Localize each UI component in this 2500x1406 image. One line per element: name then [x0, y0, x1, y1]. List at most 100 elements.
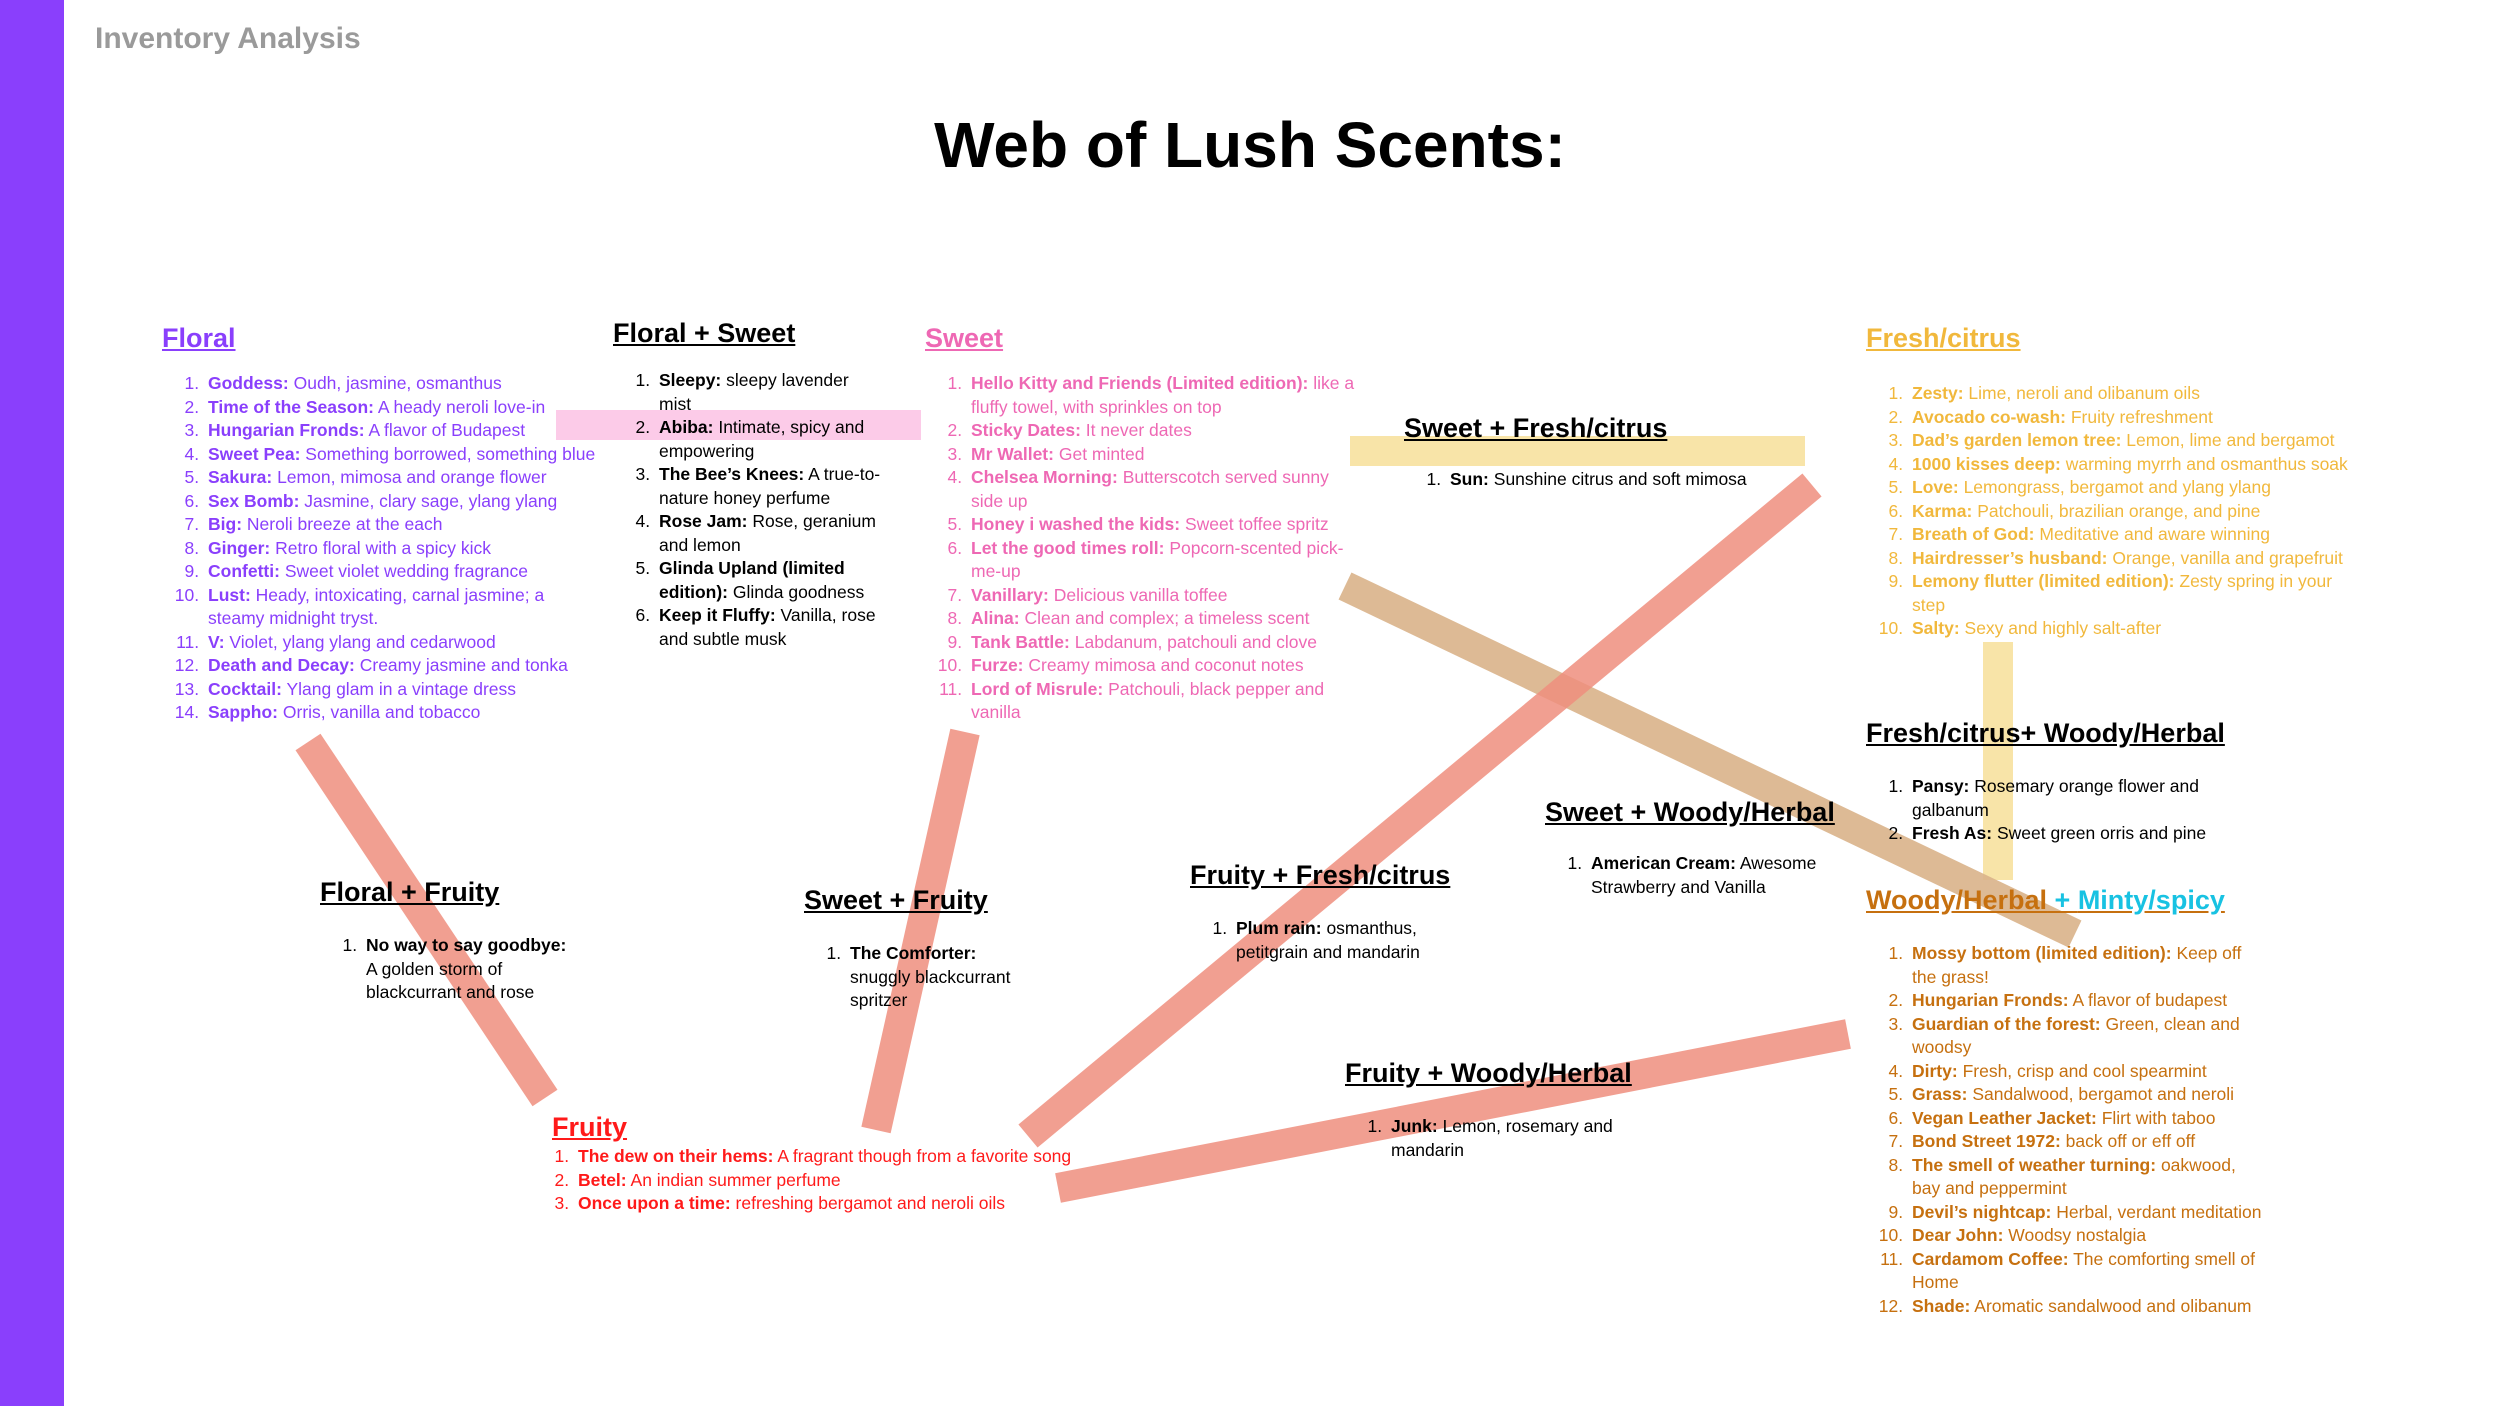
scent-description: Sweet toffee spritz	[1184, 514, 1329, 534]
scent-name: Keep it Fluffy:	[659, 605, 776, 625]
scent-name: Hairdresser’s husband:	[1912, 547, 2108, 568]
scent-list: Pansy: Rosemary orange flower and galban…	[1866, 775, 2266, 846]
scent-item: Zesty: Lime, neroli and olibanum oils	[1908, 382, 2366, 406]
scent-name: Bond Street 1972:	[1912, 1131, 2061, 1151]
scent-item: Hairdresser’s husband: Orange, vanilla a…	[1908, 547, 2366, 571]
scent-name: Hungarian Fronds:	[1912, 990, 2069, 1010]
scent-description: Lemon, lime and bergamot	[2126, 430, 2335, 450]
scent-list: Sleepy: sleepy lavender mistAbiba: Intim…	[613, 369, 883, 651]
scent-item: No way to say goodbye: A golden storm of…	[362, 934, 580, 1005]
scent-description: Get minted	[1058, 443, 1145, 464]
scent-name: V:	[208, 631, 225, 652]
category-sweet-fruity: Sweet + Fruity The Comforter: snuggly bl…	[804, 885, 1024, 1013]
category-sweet-fresh: Sweet + Fresh/citrus Sun: Sunshine citru…	[1404, 413, 1804, 492]
category-floral-sweet: Floral + Sweet Sleepy: sleepy lavender m…	[613, 318, 883, 651]
scent-name: No way to say goodbye:	[366, 935, 567, 955]
scent-description: Patchouli, brazilian orange, and pine	[1977, 500, 2261, 521]
scent-item: Honey i washed the kids: Sweet toffee sp…	[967, 513, 1357, 537]
scent-description: A golden storm of blackcurrant and rose	[366, 958, 535, 1003]
scent-item: Mr Wallet: Get minted	[967, 443, 1357, 467]
scent-item: Avocado co-wash: Fruity refreshment	[1908, 406, 2366, 430]
scent-description: Rose, geranium and lemon	[659, 511, 876, 555]
scent-item: Sticky Dates: It never dates	[967, 419, 1357, 443]
scent-name: Glinda Upland (limited edition):	[659, 558, 845, 602]
scent-item: Mossy bottom (limited edition): Keep off…	[1908, 942, 2266, 989]
category-title: Floral + Sweet	[613, 318, 796, 348]
sidebar-accent-bar	[0, 0, 64, 1406]
scent-description: like a fluffy towel, with sprinkles on t…	[971, 373, 1355, 417]
scent-item: Lust: Heady, intoxicating, carnal jasmin…	[204, 584, 602, 631]
scent-list: Sun: Sunshine citrus and soft mimosa	[1404, 468, 1804, 492]
scent-description: Jasmine, clary sage, ylang ylang	[304, 490, 558, 511]
scent-description: Lemon, rosemary and mandarin	[1391, 1116, 1613, 1160]
scent-description: A flavor of Budapest	[368, 420, 526, 440]
scent-name: Let the good times roll:	[971, 537, 1165, 558]
scent-item: Dirty: Fresh, crisp and cool spearmint	[1908, 1060, 2266, 1084]
category-fruity: Fruity The dew on their hems: A fragrant…	[552, 1112, 1112, 1216]
scent-item: Grass: Sandalwood, bergamot and neroli	[1908, 1083, 2266, 1107]
scent-item: Rose Jam: Rose, geranium and lemon	[655, 510, 883, 557]
scent-name: Time of the Season:	[208, 396, 374, 417]
scent-list: Mossy bottom (limited edition): Keep off…	[1866, 942, 2266, 1318]
page-title: Web of Lush Scents:	[934, 109, 1566, 181]
scent-name: Death and Decay:	[208, 655, 355, 675]
highlight-band-floral-sweet	[556, 410, 921, 440]
scent-description: Retro floral with a spicy kick	[275, 537, 492, 558]
scent-name: Mr Wallet:	[971, 443, 1054, 464]
category-woody-minty: Woody/Herbal + Minty/spicy Mossy bottom …	[1866, 885, 2266, 1318]
category-title: Fruity + Fresh/citrus	[1190, 860, 1451, 890]
connector-sweet-to-fruity	[861, 728, 980, 1134]
scent-list: The Comforter: snuggly blackcurrant spri…	[804, 942, 1024, 1013]
header-title: Inventory Analysis	[95, 22, 361, 55]
scent-item: Once upon a time: refreshing bergamot an…	[574, 1192, 1112, 1216]
scent-name: Cocktail:	[208, 678, 282, 699]
scent-description: A flavor of budapest	[2072, 990, 2228, 1010]
scent-description: Lemon, mimosa and orange flower	[277, 467, 547, 487]
scent-name: Big:	[208, 514, 243, 534]
scent-item: Lord of Misrule: Patchouli, black pepper…	[967, 678, 1357, 725]
scent-item: Bond Street 1972: back off or eff off	[1908, 1130, 2266, 1154]
scent-name: Guardian of the forest:	[1912, 1013, 2101, 1034]
scent-item: Glinda Upland (limited edition): Glinda …	[655, 557, 883, 604]
scent-name: Dear John:	[1912, 1225, 2004, 1245]
scent-description: Intimate, spicy and empowering	[659, 417, 865, 461]
scent-item: Sun: Sunshine citrus and soft mimosa	[1446, 468, 1804, 492]
scent-name: Devil’s nightcap:	[1912, 1201, 2052, 1222]
scent-description: Creamy mimosa and coconut notes	[1028, 655, 1304, 675]
scent-name: Furze:	[971, 655, 1024, 675]
scent-name: Sakura:	[208, 467, 273, 487]
scent-name: Lust:	[208, 584, 251, 605]
scent-description: Lime, neroli and olibanum oils	[1968, 383, 2200, 403]
scent-description: Violet, ylang ylang and cedarwood	[229, 631, 496, 652]
scent-list: American Cream: Awesome Strawberry and V…	[1545, 852, 1845, 899]
scent-item: Sweet Pea: Something borrowed, something…	[204, 443, 602, 467]
scent-item: 1000 kisses deep: warming myrrh and osma…	[1908, 453, 2366, 477]
scent-description: Vanilla, rose and subtle musk	[659, 605, 876, 649]
scent-item: Sex Bomb: Jasmine, clary sage, ylang yla…	[204, 490, 602, 514]
scent-item: Confetti: Sweet violet wedding fragrance	[204, 560, 602, 584]
scent-item: Shade: Aromatic sandalwood and olibanum	[1908, 1295, 2266, 1319]
highlight-band-fresh-woody	[1983, 642, 2013, 880]
scent-description: Creamy jasmine and tonka	[359, 655, 568, 675]
scent-description: Herbal, verdant meditation	[2056, 1201, 2262, 1222]
category-title: Sweet + Fruity	[804, 885, 988, 915]
scent-description: Keep off the grass!	[1912, 943, 2242, 987]
scent-description: Something borrowed, something blue	[305, 443, 596, 464]
scent-item: Betel: An indian summer perfume	[574, 1169, 1112, 1193]
category-fruity-woody: Fruity + Woody/Herbal Junk: Lemon, rosem…	[1345, 1058, 1632, 1162]
scent-name: Goddess:	[208, 373, 289, 393]
category-fresh-citrus: Fresh/citrus Zesty: Lime, neroli and oli…	[1866, 323, 2366, 641]
category-floral-fruity: Floral + Fruity No way to say goodbye: A…	[320, 877, 580, 1005]
scent-description: Awesome Strawberry and Vanilla	[1591, 853, 1817, 897]
scent-description: Sexy and highly salt-after	[1964, 618, 2162, 638]
scent-item: Hungarian Fronds: A flavor of Budapest	[204, 419, 602, 443]
scent-description: Neroli breeze at the each	[246, 514, 443, 534]
scent-description: Delicious vanilla toffee	[1053, 584, 1228, 605]
title-minty-spicy: Minty/spicy	[2077, 885, 2225, 915]
scent-item: Sleepy: sleepy lavender mist	[655, 369, 883, 416]
scent-name: Lemony flutter (limited edition):	[1912, 571, 2175, 591]
scent-name: Alina:	[971, 608, 1020, 628]
scent-item: Fresh As: Sweet green orris and pine	[1908, 822, 2266, 846]
scent-item: The Comforter: snuggly blackcurrant spri…	[846, 942, 1024, 1013]
